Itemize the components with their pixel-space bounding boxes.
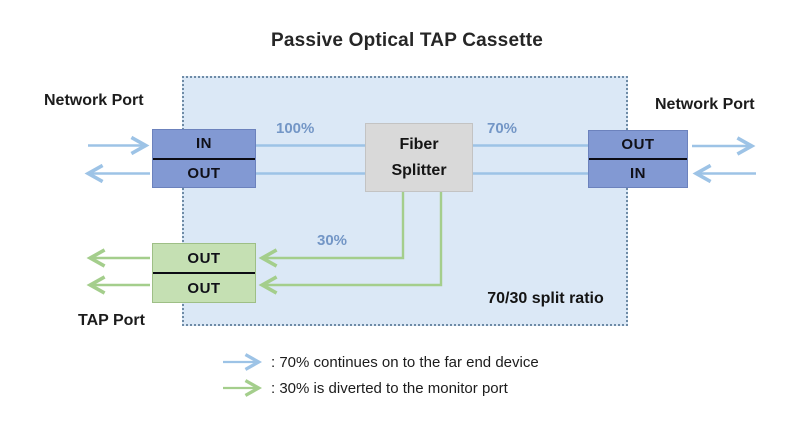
right-port-out-label: OUT bbox=[621, 136, 655, 153]
left-network-port-box: IN OUT bbox=[152, 129, 256, 188]
pct-100-label: 100% bbox=[276, 120, 315, 137]
network-port-label-right: Network Port bbox=[655, 96, 755, 113]
tap-port-label: TAP Port bbox=[78, 312, 145, 329]
splitter-label-line2: Splitter bbox=[391, 161, 447, 179]
pct-30-label: 30% bbox=[317, 232, 348, 249]
split-ratio-label: 70/30 split ratio bbox=[487, 290, 604, 307]
network-port-label-left: Network Port bbox=[44, 92, 144, 109]
left-port-out-label: OUT bbox=[153, 157, 255, 188]
tap-port-box: OUT OUT bbox=[152, 243, 256, 303]
left-port-in-label: IN bbox=[196, 135, 212, 153]
tap-port-out1-label: OUT bbox=[187, 249, 221, 267]
right-network-port-box: OUT IN bbox=[588, 130, 688, 188]
tap-port-out2-label: OUT bbox=[153, 272, 255, 302]
splitter-label-line1: Fiber bbox=[399, 135, 439, 153]
pct-70-label: 70% bbox=[487, 120, 518, 137]
right-port-in-label: IN bbox=[589, 158, 687, 187]
legend-item-70: : 70% continues on to the far end device bbox=[271, 354, 539, 371]
legend-item-30: : 30% is diverted to the monitor port bbox=[271, 380, 508, 397]
fiber-splitter-box: Fiber Splitter bbox=[365, 123, 473, 192]
diagram-title: Passive Optical TAP Cassette bbox=[270, 30, 544, 51]
